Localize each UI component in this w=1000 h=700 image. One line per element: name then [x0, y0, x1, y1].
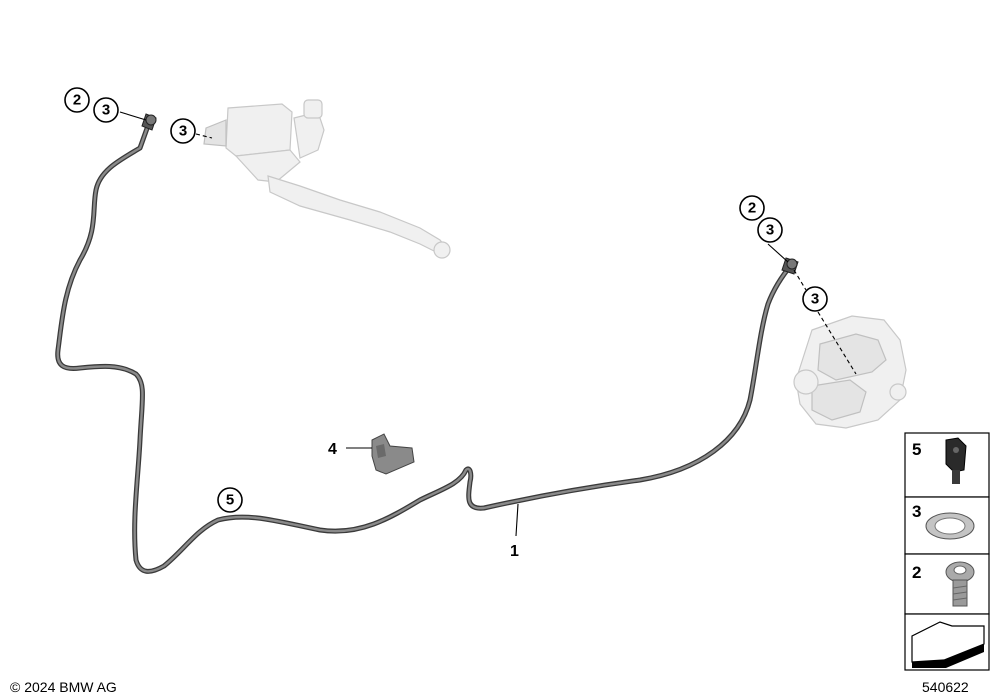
callout-label: 3 — [179, 123, 187, 140]
callout-label: 2 — [73, 92, 81, 109]
callout-label: 2 — [748, 200, 756, 217]
brake-caliper-ghost — [793, 315, 907, 429]
callout-master-top-2: 2 — [64, 87, 90, 113]
callout-caliper-top-3: 3 — [757, 217, 783, 243]
label-bracket: 4 — [328, 441, 337, 458]
leader-lines — [119, 111, 857, 537]
legend-number: 3 — [912, 502, 921, 521]
legend-number: 5 — [912, 440, 921, 459]
label-hose: 1 — [510, 543, 519, 560]
callout-master-top-3: 3 — [93, 97, 119, 123]
legend-number: 2 — [912, 563, 921, 582]
callout-label: 5 — [226, 492, 234, 509]
sealing-ring-icon — [925, 512, 975, 540]
callout-label: 3 — [102, 102, 110, 119]
direction-arrow-icon — [911, 621, 985, 668]
callout-label: 3 — [811, 291, 819, 308]
callout-master-fitting-3: 3 — [170, 118, 196, 144]
legend-panel: 5 3 2 — [904, 432, 990, 671]
brake-hose — [55, 113, 799, 574]
copyright-text: © 2024 BMW AG — [10, 679, 117, 695]
callout-caliper-fitting-3: 3 — [802, 286, 828, 312]
diagram-id: 540622 — [922, 679, 969, 695]
callout-label: 3 — [766, 222, 774, 239]
hose-bracket — [371, 433, 415, 475]
clip-icon — [945, 437, 967, 484]
callout-hose-5: 5 — [217, 487, 243, 513]
callout-caliper-top-2: 2 — [739, 195, 765, 221]
master-cylinder-ghost — [203, 99, 451, 259]
banjo-bolt-icon — [945, 561, 975, 607]
